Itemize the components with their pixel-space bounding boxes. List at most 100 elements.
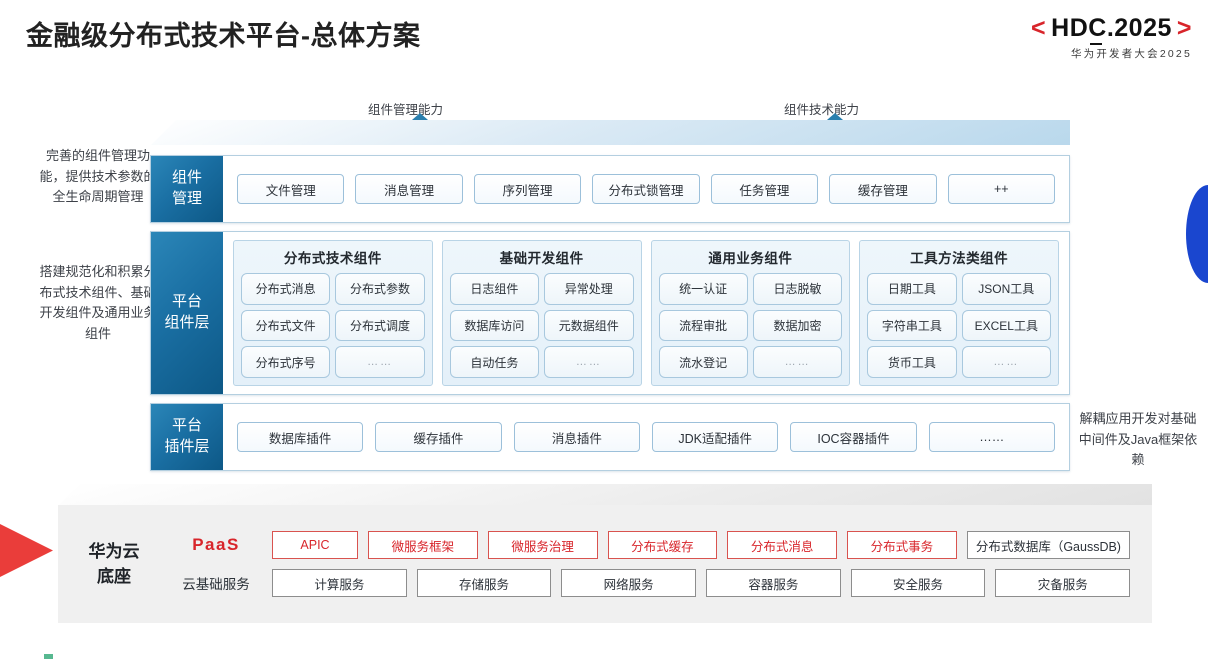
management-item[interactable]: 缓存管理: [829, 174, 937, 204]
badge-line-1: 平台: [171, 293, 202, 311]
base-row-paas: PaaS APIC 微服务框架微服务治理分布式缓存分布式消息分布式事务分布式数据库…: [170, 531, 1130, 559]
page-title: 金融级分布式技术平台-总体方案: [26, 21, 421, 51]
layer-items-platform-plugin: 数据库插件缓存插件消息插件 JDK适配插件 IOC容器插件 ……: [223, 404, 1069, 470]
paas-service-highlight[interactable]: 分布式消息: [727, 531, 838, 559]
component-group-grid: 统一认证日志脱敏流程审批数据加密流水登记……: [658, 273, 843, 378]
component-group: 基础开发组件日志组件异常处理数据库访问元数据组件自动任务……: [441, 240, 642, 386]
component-chip[interactable]: 数据加密: [752, 309, 843, 342]
component-group-title: 分布式技术组件: [283, 251, 382, 266]
component-chip[interactable]: 异常处理: [544, 273, 634, 305]
component-chip-more[interactable]: ……: [961, 346, 1051, 378]
paas-items-container: APIC 微服务框架微服务治理分布式缓存分布式消息分布式事务分布式数据库（Gaus…: [272, 531, 1130, 559]
component-chip-more[interactable]: ……: [335, 346, 425, 378]
component-group-grid: 分布式消息分布式参数分布式文件分布式调度分布式序号……: [241, 273, 425, 378]
component-chip[interactable]: 日志组件: [449, 273, 540, 305]
red-fan-decoration-icon: [0, 498, 53, 603]
infra-items-container: 计算服务存储服务网络服务容器服务安全服务灾备服务: [272, 569, 1131, 597]
base-row-infra: 云基础服务 计算服务存储服务网络服务容器服务安全服务灾备服务: [170, 569, 1131, 597]
paas-service-highlight[interactable]: APIC: [272, 531, 358, 559]
layer-platform-component: 平台 组件层 分布式技术组件分布式消息分布式参数分布式文件分布式调度分布式序号……: [150, 231, 1070, 395]
layer-platform-plugin: 平台 插件层 数据库插件缓存插件消息插件 JDK适配插件 IOC容器插件 ……: [150, 403, 1070, 471]
paas-service-highlight[interactable]: 分布式缓存: [607, 531, 718, 559]
base-title-line-1: 华为云: [88, 541, 140, 561]
infra-service[interactable]: 网络服务: [561, 569, 697, 597]
component-chip-more[interactable]: ……: [544, 346, 634, 378]
paas-service-highlight[interactable]: 微服务框架: [367, 531, 478, 559]
component-chip[interactable]: 分布式调度: [335, 309, 425, 342]
infra-service[interactable]: 灾备服务: [995, 569, 1131, 597]
badge-line-2: 管理: [171, 190, 202, 207]
logo-main-text: HDC.2025: [1051, 14, 1172, 45]
component-group-grid: 日志组件异常处理数据库访问元数据组件自动任务……: [449, 273, 634, 378]
component-group-title: 工具方法类组件: [910, 251, 1009, 266]
component-chip[interactable]: 分布式消息: [241, 273, 331, 305]
paas-service[interactable]: 分布式数据库（GaussDB): [966, 531, 1130, 559]
plugin-item[interactable]: 缓存插件: [375, 422, 502, 452]
layer-badge-component-management: 组件 管理: [151, 156, 223, 222]
logo-subtitle: 华为开发者大会2025: [1070, 48, 1192, 60]
base-huawei-cloud: 华为云 底座 PaaS APIC 微服务框架微服务治理分布式缓存分布式消息分布式事…: [58, 505, 1152, 623]
component-chip[interactable]: 分布式文件: [241, 309, 331, 342]
infra-service[interactable]: 容器服务: [706, 569, 841, 597]
paas-service-highlight[interactable]: 微服务治理: [487, 531, 598, 559]
component-chip[interactable]: 分布式参数: [335, 273, 425, 305]
component-chip[interactable]: 日志脱敏: [752, 273, 843, 305]
infra-service[interactable]: 计算服务: [272, 569, 407, 597]
plugin-item[interactable]: JDK适配插件: [651, 422, 779, 452]
component-chip[interactable]: 流水登记: [658, 346, 748, 378]
paas-service-highlight[interactable]: 分布式事务: [847, 531, 957, 559]
component-chip[interactable]: 货币工具: [867, 346, 957, 378]
component-chip[interactable]: 日期工具: [867, 273, 957, 305]
management-item[interactable]: 消息管理: [355, 174, 463, 204]
component-chip[interactable]: 数据库访问: [449, 309, 540, 342]
plugin-item[interactable]: ……: [928, 422, 1055, 452]
note-left-middle: 搭建规范化和积累分布式技术组件、基础开发组件及通用业务组件: [39, 264, 157, 341]
stack-body: 组件 管理 文件管理消息管理序列管理分布式锁管理任务管理缓存管理 ++ 平台 组件…: [150, 145, 1070, 485]
component-group: 分布式技术组件分布式消息分布式参数分布式文件分布式调度分布式序号……: [233, 240, 433, 386]
base-title-line-2: 底座: [97, 567, 131, 586]
green-marker-icon: [44, 654, 53, 659]
component-chip[interactable]: EXCEL工具: [961, 309, 1051, 342]
component-group-container: 分布式技术组件分布式消息分布式参数分布式文件分布式调度分布式序号……基础开发组件…: [223, 232, 1069, 394]
paas-label: PaaS: [192, 535, 240, 554]
component-chip[interactable]: 元数据组件: [544, 309, 634, 342]
layer-badge-platform-plugin: 平台 插件层: [151, 404, 223, 470]
component-chip[interactable]: 统一认证: [658, 273, 748, 305]
note-right: 解耦应用开发对基础中间件及Java框架依赖: [1078, 411, 1198, 468]
component-chip-more[interactable]: ……: [752, 346, 843, 378]
blue-lens-decoration-icon: [1186, 185, 1208, 283]
stack-top-face: [150, 120, 1070, 146]
management-item[interactable]: 序列管理: [473, 174, 582, 204]
layer-component-management: 组件 管理 文件管理消息管理序列管理分布式锁管理任务管理缓存管理 ++: [150, 155, 1070, 223]
layer-badge-platform-component: 平台 组件层: [151, 232, 223, 394]
component-group: 通用业务组件统一认证日志脱敏流程审批数据加密流水登记……: [650, 240, 851, 386]
badge-line-1: 平台: [171, 417, 202, 435]
component-chip[interactable]: JSON工具: [961, 273, 1051, 305]
logo-bracket-right-icon: >: [1176, 14, 1192, 42]
infra-service[interactable]: 存储服务: [416, 569, 552, 597]
infra-service[interactable]: 安全服务: [850, 569, 986, 597]
management-item[interactable]: 文件管理: [237, 174, 345, 204]
infra-label: 云基础服务: [182, 577, 250, 592]
component-group-title: 通用业务组件: [708, 251, 793, 266]
base-title: 华为云 底座: [58, 539, 170, 590]
management-item[interactable]: 分布式锁管理: [592, 174, 700, 204]
component-chip[interactable]: 自动任务: [449, 346, 540, 378]
management-item[interactable]: ++: [947, 174, 1055, 204]
component-chip[interactable]: 字符串工具: [867, 309, 957, 342]
logo-main-row: < HDC.2025 >: [1031, 14, 1192, 45]
badge-line-2: 组件层: [164, 314, 210, 331]
plugin-item[interactable]: IOC容器插件: [790, 422, 917, 452]
component-group-title: 基础开发组件: [499, 251, 584, 266]
logo-underline-accent: [1090, 43, 1103, 45]
component-chip[interactable]: 分布式序号: [241, 346, 331, 378]
badge-line-2: 插件层: [164, 438, 210, 455]
plugin-item[interactable]: 数据库插件: [237, 422, 364, 452]
layer-items-component-management: 文件管理消息管理序列管理分布式锁管理任务管理缓存管理 ++: [223, 156, 1069, 222]
component-chip[interactable]: 流程审批: [658, 309, 748, 342]
management-item[interactable]: 任务管理: [710, 174, 819, 204]
plugin-item[interactable]: 消息插件: [513, 422, 640, 452]
